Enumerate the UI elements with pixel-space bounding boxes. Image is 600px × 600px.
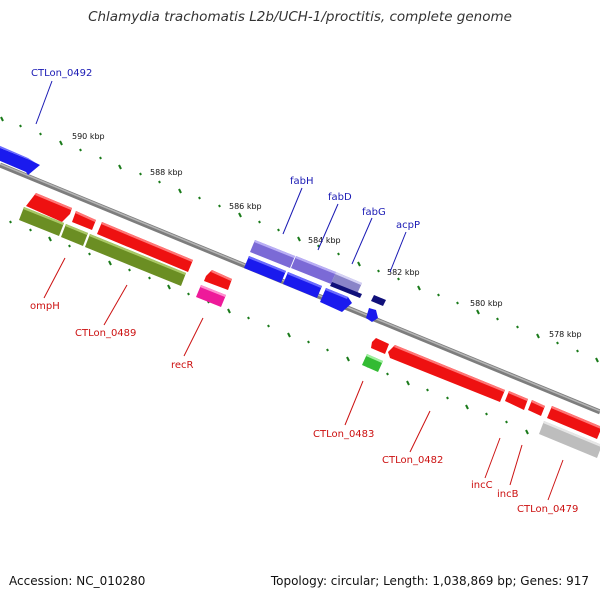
label-incc: incC [471,480,493,491]
upper-scale-ticks [0,116,599,363]
gene-ctlon-0489[interactable] [85,234,186,286]
gene-incc[interactable] [505,391,528,410]
gene-fabg[interactable] [331,272,362,294]
gene-blue-2[interactable] [283,272,322,298]
label-ctlon-0479: CTLon_0479 [517,504,578,515]
gene-ctlon-0482[interactable] [388,345,505,402]
gene-red-5[interactable] [371,338,389,354]
lower-scale-ticks [9,220,529,435]
tick-label-588: 588 kbp [150,168,183,177]
tick-label-584: 584 kbp [308,236,341,245]
gene-red-1[interactable] [26,193,72,222]
map-title: Chlamydia trachomatis L2b/UCH-1/proctiti… [88,9,512,25]
gene-red-3[interactable] [97,222,193,272]
tick-label-578: 578 kbp [549,330,582,339]
gene-red-6[interactable] [547,406,600,439]
label-fabd: fabD [328,192,352,203]
tick-label-580: 580 kbp [470,299,503,308]
gene-ctlon-0479[interactable] [539,421,600,458]
gene-blue-1[interactable] [244,256,286,283]
label-ctlon-0483: CTLon_0483 [313,429,374,440]
gene-fabg-thin [330,282,362,298]
gene-ctlon-0483[interactable] [362,354,383,372]
label-ctlon-0482: CTLon_0482 [382,455,443,466]
label-ctlon-0489: CTLon_0489 [75,328,136,339]
tick-label-586: 586 kbp [229,202,262,211]
gene-red-2[interactable] [72,211,96,230]
label-incb: incB [497,489,519,500]
gene-fabd[interactable] [291,256,336,284]
gene-incb[interactable] [528,400,545,416]
gene-olive-2[interactable] [61,224,88,246]
gene-blue-3[interactable] [320,288,352,312]
accession-text: Accession: NC_010280 [9,574,146,588]
gene-omph[interactable] [19,207,64,236]
label-recr: recR [171,360,194,371]
gene-ctlon-0492[interactable] [0,145,40,175]
label-omph: ompH [30,301,60,312]
label-fabh: fabH [290,176,314,187]
gene-fabh[interactable] [250,240,295,268]
tick-label-582: 582 kbp [387,268,420,277]
label-fabg: fabG [362,207,386,218]
gene-red-4[interactable] [204,270,232,290]
gene-recr[interactable] [196,285,226,307]
tick-label-590: 590 kbp [72,132,105,141]
label-acpp: acpP [396,220,420,231]
bottom-label-leaders [43,257,564,501]
gene-blue-small[interactable] [366,308,378,322]
genome-stats-text: Topology: circular; Length: 1,038,869 bp… [270,574,589,588]
label-ctlon-0492: CTLon_0492 [31,68,92,79]
top-label-leaders [35,80,407,273]
gene-acpp[interactable] [371,295,386,306]
